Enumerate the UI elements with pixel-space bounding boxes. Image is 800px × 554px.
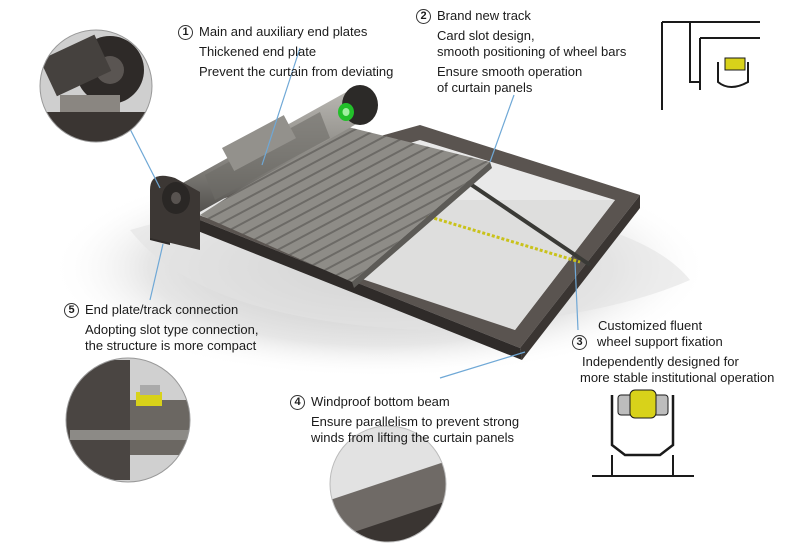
curtain-panel (200, 125, 490, 282)
callout-line: Ensure smooth operation (437, 64, 583, 79)
left-end-plate (150, 175, 200, 250)
callout-line: Ensure parallelism to prevent strong (311, 414, 520, 429)
callout-title: Main and auxiliary end plates (199, 24, 368, 39)
callout-line: Card slot design, (437, 28, 535, 43)
callout-brand-new-track: 2 Brand new track Card slot design, smoo… (416, 8, 626, 96)
callout-title: End plate/track connection (85, 302, 239, 317)
callout-title: wheel support fixation (597, 334, 723, 349)
callout-line: smooth positioning of wheel bars (437, 44, 627, 59)
callout-line: the structure is more compact (85, 338, 257, 353)
connection-detail-zoom (66, 358, 190, 482)
callout-number-5: 5 (64, 302, 79, 318)
callout-line: more stable institutional operation (580, 370, 775, 385)
callout-wheel-support: Customized fluent 3 wheel support fixati… (572, 318, 774, 386)
callout-title: Windproof bottom beam (311, 394, 450, 409)
leader-lines (127, 47, 579, 379)
callout-title: Customized fluent (598, 318, 703, 333)
callout-line: of curtain panels (437, 80, 533, 95)
callout-end-plate-connection: 5 End plate/track connection Adopting sl… (64, 302, 258, 354)
callout-number-4: 4 (290, 394, 305, 410)
callout-number-2: 2 (416, 8, 431, 24)
callout-line: Prevent the curtain from deviating (199, 64, 394, 79)
callout-number-1: 1 (178, 24, 193, 40)
callout-title: Brand new track (437, 8, 531, 23)
wheel-support-diagram (592, 389, 694, 477)
callout-number-3: 3 (572, 334, 587, 350)
callout-line: Thickened end plate (199, 44, 317, 59)
callout-line: Independently designed for (582, 354, 739, 369)
callout-main-end-plates: 1 Main and auxiliary end plates Thickene… (178, 24, 393, 80)
callout-line: winds from lifting the curtain panels (311, 430, 515, 445)
callout-line: Adopting slot type connection, (85, 322, 259, 337)
motor-end-plate (338, 85, 378, 125)
end-plate-detail-zoom (40, 30, 152, 142)
track-profile-diagram (661, 21, 760, 110)
callout-windproof-beam: 4 Windproof bottom beam Ensure paralleli… (290, 394, 519, 446)
